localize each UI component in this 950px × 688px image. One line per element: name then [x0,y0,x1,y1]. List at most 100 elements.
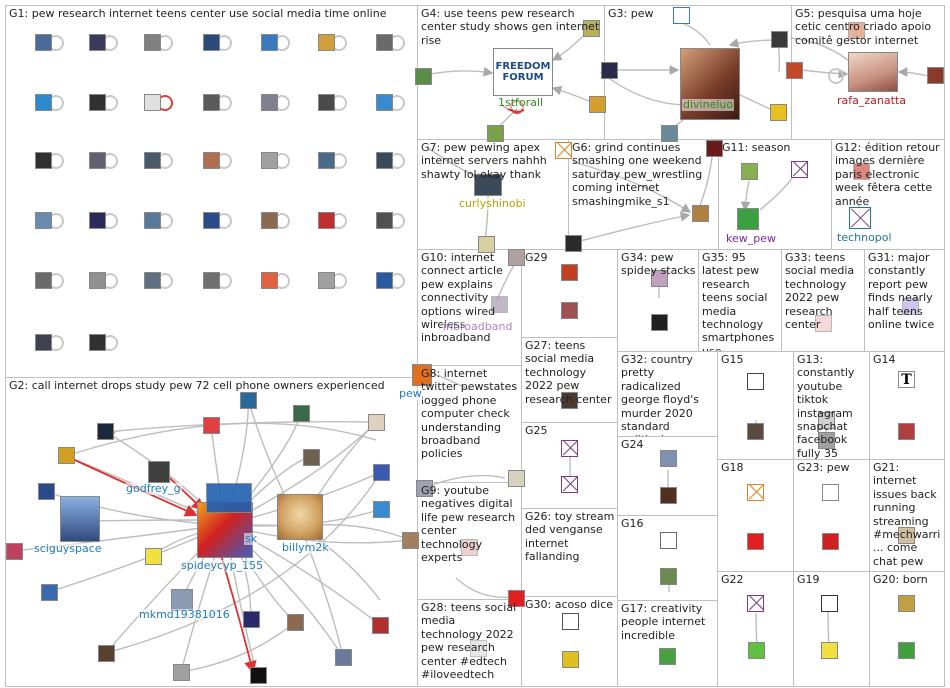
user-avatar-icon[interactable] [35,34,52,51]
user-avatar-icon[interactable] [6,543,23,560]
user-avatar-icon[interactable] [89,272,106,289]
user-avatar-icon[interactable] [821,595,838,612]
user-avatar-icon[interactable] [38,483,55,500]
user-avatar-icon[interactable] [261,212,278,229]
user-avatar-kew-pew[interactable] [737,208,759,230]
user-avatar-icon[interactable] [660,487,677,504]
user-avatar-icon[interactable] [747,533,764,550]
user-avatar-icon[interactable] [35,152,52,169]
user-avatar-icon[interactable] [376,34,393,51]
user-avatar-icon[interactable] [601,62,618,79]
user-avatar-icon[interactable] [376,94,393,111]
user-avatar-icon[interactable] [144,94,161,111]
freedom-forum-logo[interactable]: FREEDOM FORUM [493,48,553,96]
user-avatar-icon[interactable] [747,373,764,390]
user-avatar-icon[interactable] [318,152,335,169]
user-avatar-icon[interactable] [741,163,758,180]
user-avatar-icon[interactable] [287,614,304,631]
placeholder-avatar-icon[interactable] [561,476,578,493]
user-avatar-icon[interactable] [97,423,114,440]
user-avatar-icon[interactable] [898,595,915,612]
user-avatar-icon[interactable] [41,584,58,601]
user-avatar-icon[interactable] [376,212,393,229]
user-avatar-icon[interactable] [335,649,352,666]
user-avatar-icon[interactable] [89,212,106,229]
user-avatar-icon[interactable] [58,447,75,464]
user-avatar-icon[interactable] [659,648,676,665]
user-avatar-icon[interactable] [261,272,278,289]
user-avatar-icon[interactable] [89,34,106,51]
user-avatar-icon[interactable] [318,272,335,289]
user-avatar-icon[interactable] [250,667,267,684]
user-avatar-icon[interactable] [376,152,393,169]
user-avatar-icon[interactable] [898,423,915,440]
user-avatar-icon[interactable] [240,392,257,409]
user-avatar-icon[interactable] [203,212,220,229]
user-avatar-icon[interactable] [173,664,190,681]
user-avatar-icon[interactable] [565,235,582,252]
user-avatar-icon[interactable] [144,34,161,51]
nyt-logo-icon[interactable]: T [898,371,915,388]
placeholder-avatar-icon[interactable] [747,595,764,612]
user-avatar-icon[interactable] [415,68,432,85]
user-avatar-icon[interactable] [89,152,106,169]
user-avatar-icon[interactable] [203,34,220,51]
user-avatar-icon[interactable] [35,94,52,111]
user-avatar-icon[interactable] [203,417,220,434]
user-avatar-large-sciguyspace[interactable] [60,496,100,542]
user-avatar-icon[interactable] [303,449,320,466]
user-avatar-icon[interactable] [822,484,839,501]
user-avatar-large-rafa-zanatta[interactable] [848,52,898,92]
placeholder-avatar-icon[interactable] [561,440,578,457]
user-avatar-icon[interactable] [651,314,668,331]
user-avatar-icon[interactable] [203,272,220,289]
user-avatar-icon[interactable] [261,94,278,111]
user-avatar-icon[interactable] [376,272,393,289]
user-avatar-icon[interactable] [661,125,678,142]
user-avatar-icon[interactable] [771,31,788,48]
user-avatar-icon[interactable] [318,94,335,111]
user-avatar-icon[interactable] [562,651,579,668]
user-avatar-icon[interactable] [373,464,390,481]
placeholder-avatar-icon[interactable] [849,207,871,229]
user-avatar-icon[interactable] [368,414,385,431]
placeholder-avatar-icon[interactable] [791,161,808,178]
user-avatar-icon[interactable] [35,272,52,289]
user-avatar-icon[interactable] [98,645,115,662]
user-avatar-icon[interactable] [770,104,787,121]
user-avatar-icon[interactable] [372,617,389,634]
user-avatar-icon[interactable] [261,34,278,51]
user-avatar-icon[interactable] [35,334,52,351]
user-avatar-icon[interactable] [203,94,220,111]
user-avatar-icon[interactable] [89,94,106,111]
user-avatar-icon[interactable] [373,501,390,518]
user-avatar-icon[interactable] [203,152,220,169]
user-avatar-icon[interactable] [748,642,765,659]
user-avatar-icon[interactable] [927,67,944,84]
user-avatar-icon[interactable] [561,302,578,319]
user-avatar-icon[interactable] [561,264,578,281]
user-avatar-icon[interactable] [786,62,803,79]
user-avatar-icon[interactable] [148,461,170,483]
user-avatar-icon[interactable] [318,34,335,51]
user-avatar-icon[interactable] [145,548,162,565]
user-avatar-icon[interactable] [660,532,677,549]
user-avatar-icon[interactable] [487,125,504,142]
user-avatar-icon[interactable] [89,334,106,351]
user-avatar-icon[interactable] [261,152,278,169]
user-avatar-icon[interactable] [660,568,677,585]
user-avatar-icon[interactable] [821,642,838,659]
user-avatar-icon[interactable] [822,533,839,550]
user-avatar-icon[interactable] [402,532,419,549]
user-avatar-icon[interactable] [243,611,260,628]
user-avatar-icon[interactable] [318,212,335,229]
placeholder-avatar-icon[interactable] [747,484,764,501]
user-avatar-icon[interactable] [293,405,310,422]
user-avatar-large-billym2k[interactable] [277,494,323,540]
user-avatar-icon[interactable] [35,212,52,229]
user-avatar-icon[interactable] [898,642,915,659]
user-avatar-icon[interactable] [144,152,161,169]
user-avatar-icon[interactable] [747,423,764,440]
user-avatar-icon[interactable] [206,483,252,513]
user-avatar-icon[interactable] [562,613,579,630]
